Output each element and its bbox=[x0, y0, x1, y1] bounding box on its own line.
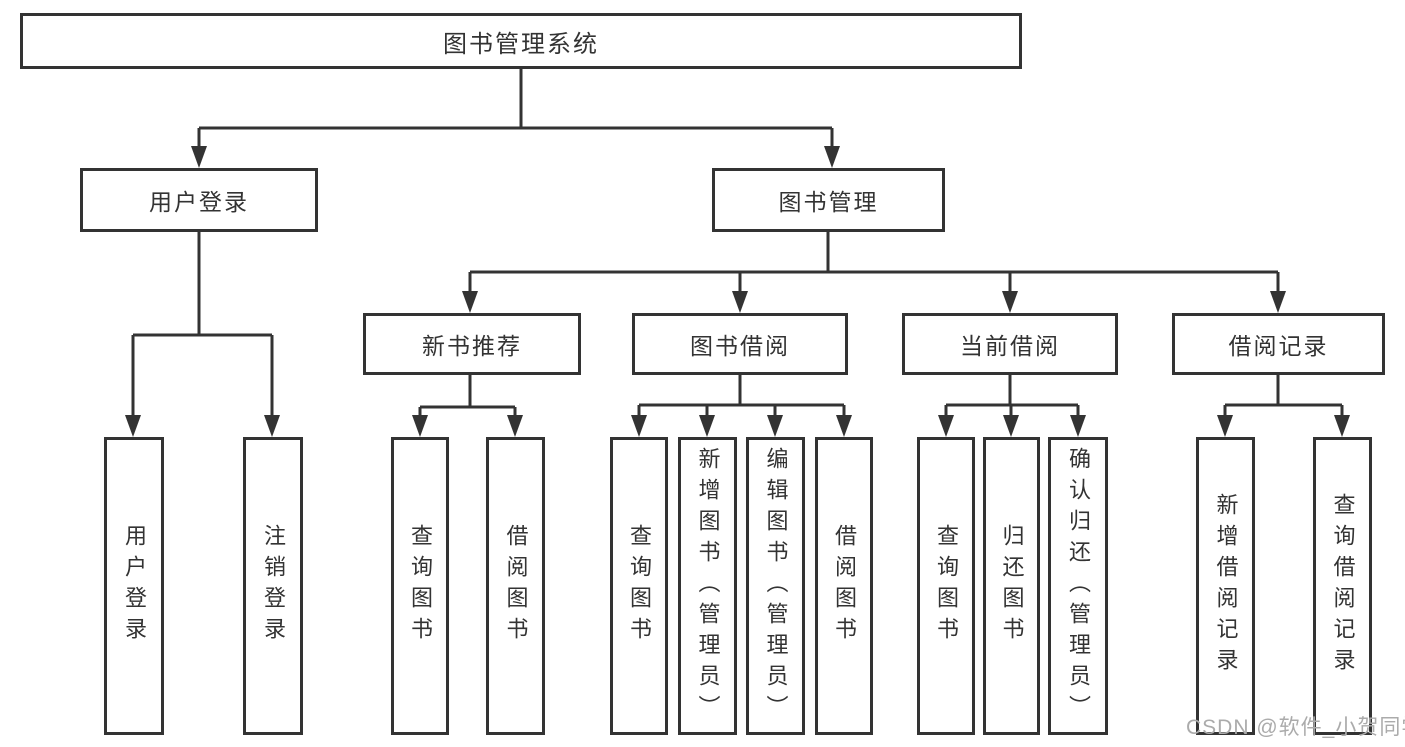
leaf-query-book-current: 查询图书 bbox=[917, 437, 975, 735]
connector-root-to-level2 bbox=[197, 69, 834, 148]
leaf-borrow-book-newrec: 借阅图书 bbox=[486, 437, 545, 735]
leaf-user-login: 用户登录 bbox=[104, 437, 164, 735]
leaf-add-book-admin-label: 新增图书（管理员） bbox=[695, 446, 721, 726]
connector-newbookrec-to-leaves bbox=[418, 375, 517, 417]
leaf-add-borrow-record-label: 新增借阅记录 bbox=[1213, 493, 1239, 679]
connector-currentborrow-to-leaves bbox=[944, 375, 1080, 417]
leaf-confirm-return-admin: 确认归还（管理员） bbox=[1048, 437, 1108, 735]
leaf-borrow-book-newrec-label: 借阅图书 bbox=[503, 524, 529, 648]
leaf-query-book-newrec: 查询图书 bbox=[391, 437, 449, 735]
arrowheads-level2 bbox=[191, 146, 840, 168]
node-root-library-system: 图书管理系统 bbox=[20, 13, 1022, 69]
connector-bookborrow-to-leaves bbox=[637, 375, 846, 417]
leaf-query-book-borrow-label: 查询图书 bbox=[627, 524, 652, 648]
node-current-borrowing: 当前借阅 bbox=[902, 313, 1118, 375]
leaf-query-borrow-record: 查询借阅记录 bbox=[1313, 437, 1372, 735]
leaf-query-book-current-label: 查询图书 bbox=[934, 524, 959, 648]
leaf-user-login-label: 用户登录 bbox=[122, 524, 147, 648]
connector-bookmgmt-to-level3 bbox=[468, 232, 1280, 293]
connector-userlogin-to-leaves bbox=[131, 232, 274, 417]
leaf-query-book-newrec-label: 查询图书 bbox=[408, 524, 433, 648]
leaf-confirm-return-admin-label: 确认归还（管理员） bbox=[1066, 446, 1091, 726]
leaf-edit-book-admin-label: 编辑图书（管理员） bbox=[763, 446, 789, 726]
connector-borrowrecords-to-leaves bbox=[1223, 375, 1344, 417]
leaf-add-book-admin: 新增图书（管理员） bbox=[678, 437, 737, 735]
arrowheads-level3 bbox=[462, 291, 1286, 313]
node-user-login: 用户登录 bbox=[80, 168, 318, 232]
leaf-borrow-book-borrow: 借阅图书 bbox=[815, 437, 873, 735]
leaf-edit-book-admin: 编辑图书（管理员） bbox=[746, 437, 805, 735]
leaf-query-book-borrow: 查询图书 bbox=[610, 437, 668, 735]
leaf-add-borrow-record: 新增借阅记录 bbox=[1196, 437, 1255, 735]
arrowheads-currentborrow-leaves bbox=[938, 415, 1086, 437]
leaf-borrow-book-borrow-label: 借阅图书 bbox=[832, 524, 857, 648]
node-book-management: 图书管理 bbox=[712, 168, 945, 232]
leaf-return-book-label: 归还图书 bbox=[999, 524, 1025, 648]
arrowheads-bookborrow-leaves bbox=[631, 415, 852, 437]
node-book-borrowing: 图书借阅 bbox=[632, 313, 848, 375]
leaf-logout-label: 注销登录 bbox=[261, 524, 286, 648]
arrowheads-newbookrec-leaves bbox=[412, 415, 523, 437]
arrowheads-userlogin-leaves bbox=[125, 415, 280, 437]
csdn-watermark: CSDN @软件_小贺同学 bbox=[1186, 716, 1405, 739]
leaf-query-borrow-record-label: 查询借阅记录 bbox=[1330, 493, 1356, 679]
node-new-book-recommendation: 新书推荐 bbox=[363, 313, 581, 375]
leaf-return-book: 归还图书 bbox=[983, 437, 1040, 735]
arrowheads-borrowrecords-leaves bbox=[1217, 415, 1350, 437]
node-borrowing-records: 借阅记录 bbox=[1172, 313, 1385, 375]
leaf-logout: 注销登录 bbox=[243, 437, 303, 735]
